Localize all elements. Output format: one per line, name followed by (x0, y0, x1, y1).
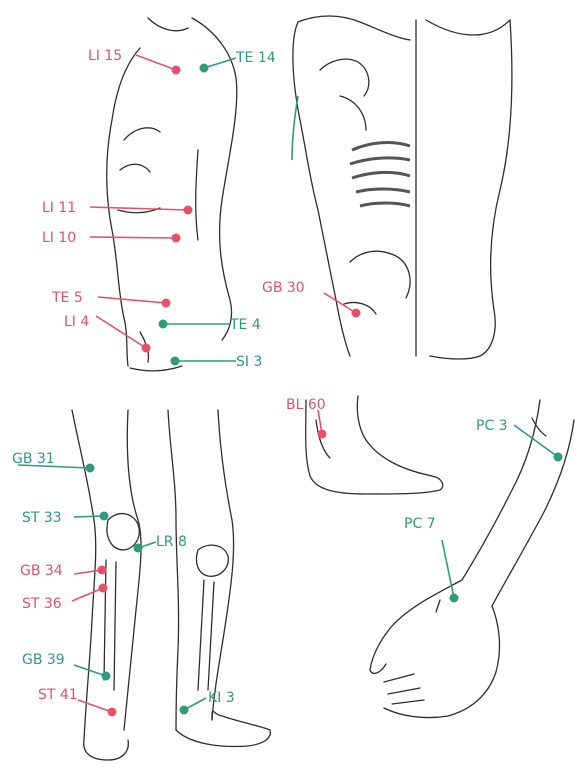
point-te5-dot (162, 299, 171, 308)
label-gb39: GB 39 (22, 652, 65, 668)
label-st41: ST 41 (38, 687, 78, 703)
label-te4: TE 4 (229, 317, 261, 333)
label-li11: LI 11 (42, 200, 76, 216)
point-gb34-dot (98, 566, 107, 575)
point-st41-dot (108, 708, 117, 717)
point-gb31-dot (86, 464, 95, 473)
forearm-hand-drawing (370, 400, 574, 718)
point-pc7-dot (450, 594, 459, 603)
point-gb39-dot (102, 672, 111, 681)
point-li10-dot (172, 234, 181, 243)
point-bl60-dot (318, 430, 327, 439)
point-li11-dot (184, 206, 193, 215)
label-pc3: PC 3 (476, 418, 508, 434)
label-st36: ST 36 (22, 596, 62, 612)
point-ki3-dot (180, 706, 189, 715)
label-lr8: LR 8 (156, 534, 187, 550)
leader-lines (18, 55, 558, 712)
label-st33: ST 33 (22, 510, 62, 526)
point-labels: LI 15 TE 14 LI 11 LI 10 TE 5 TE 4 LI 4 S… (12, 48, 508, 706)
point-si3-dot (171, 357, 180, 366)
label-li4: LI 4 (64, 314, 89, 330)
point-st36-dot (99, 584, 108, 593)
label-te5: TE 5 (51, 290, 83, 306)
point-lr8-dot (134, 544, 143, 553)
label-li15: LI 15 (88, 48, 122, 64)
label-li10: LI 10 (42, 230, 76, 246)
label-gb30: GB 30 (262, 280, 305, 296)
point-markers (86, 64, 563, 717)
foot-drawing (306, 396, 443, 494)
label-ki3: KI 3 (208, 690, 235, 706)
label-gb31: GB 31 (12, 451, 55, 467)
back-drawing (292, 16, 512, 359)
point-te4-dot (159, 320, 168, 329)
label-te14: TE 14 (235, 50, 276, 66)
point-pc3-dot (554, 453, 563, 462)
label-bl60: BL 60 (286, 397, 326, 413)
point-te14-dot (200, 64, 209, 73)
point-li15-dot (172, 66, 181, 75)
label-gb34: GB 34 (20, 563, 63, 579)
label-si3: SI 3 (236, 354, 262, 370)
label-pc7: PC 7 (404, 516, 436, 532)
point-li4-dot (142, 344, 151, 353)
point-st33-dot (100, 512, 109, 521)
point-gb30-dot (352, 309, 361, 318)
